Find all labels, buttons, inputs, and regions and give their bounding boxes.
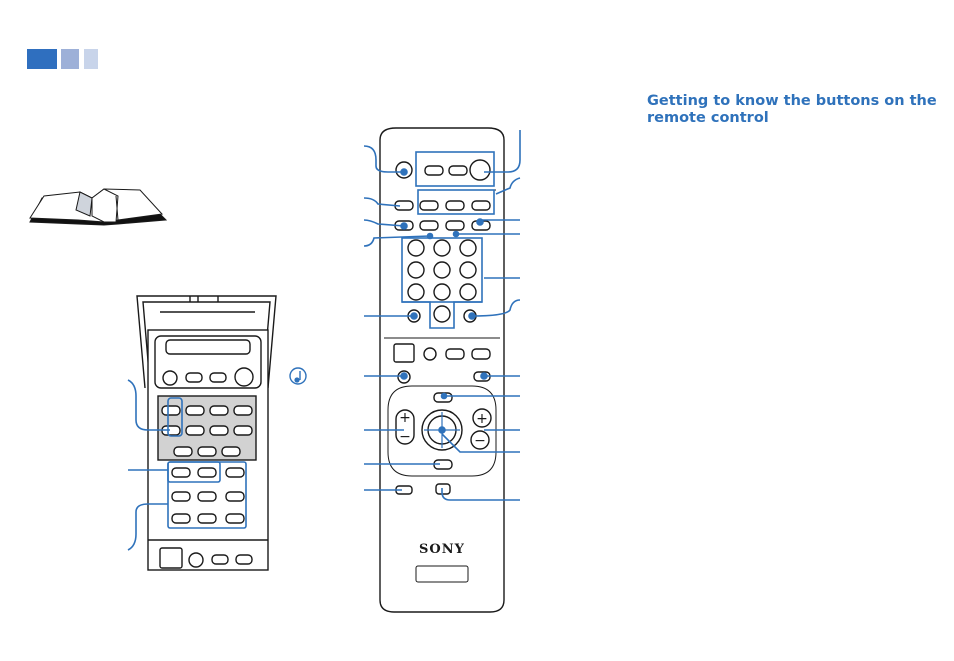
section-tab-3	[84, 49, 98, 69]
svg-text:+: +	[476, 411, 488, 427]
small-remote-callouts	[127, 379, 247, 551]
svg-text:−: −	[399, 429, 411, 445]
section-tab-1	[27, 49, 57, 69]
note-icon	[289, 367, 307, 385]
section-heading: Getting to know the buttons on the remot…	[647, 93, 937, 126]
svg-text:+: +	[399, 410, 411, 426]
main-remote-callouts	[363, 130, 521, 501]
svg-text:−: −	[474, 433, 486, 449]
section-tab-2	[61, 49, 79, 69]
manual-book-icon	[29, 188, 168, 226]
remote-control-illustration: + − + − SONY	[379, 127, 505, 613]
remote-with-lid-illustration	[136, 295, 277, 571]
brand-logo: SONY	[419, 542, 465, 557]
